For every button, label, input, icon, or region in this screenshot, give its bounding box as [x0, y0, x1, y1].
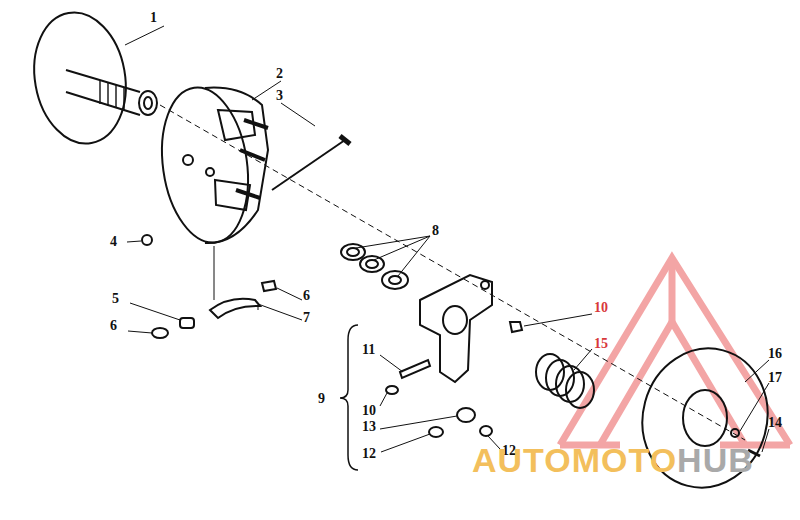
callout-number: 7: [303, 310, 310, 326]
callout-number: 5: [112, 291, 119, 307]
callout-number: 4: [110, 234, 117, 250]
callout-number: 11: [362, 342, 375, 358]
callout-number: 14: [768, 415, 782, 431]
callout-number: 15: [594, 336, 608, 352]
callout-number: 9: [318, 391, 325, 407]
callout-number: 12: [362, 446, 376, 462]
callout-number: 10: [594, 300, 608, 316]
callout-number: 6: [303, 288, 310, 304]
callout-number: 17: [768, 370, 782, 386]
callout-number: 1: [150, 10, 157, 26]
watermark-text: AUTOMOTO: [472, 442, 677, 478]
callout-number: 13: [362, 419, 376, 435]
callout-number: 10: [362, 403, 376, 419]
watermark-text: HUB: [677, 442, 754, 478]
callout-number: 3: [276, 88, 283, 104]
callout-number: 2: [276, 66, 283, 82]
callout-number: 8: [432, 223, 439, 239]
callout-number: 6: [110, 318, 117, 334]
callout-number: 16: [768, 346, 782, 362]
